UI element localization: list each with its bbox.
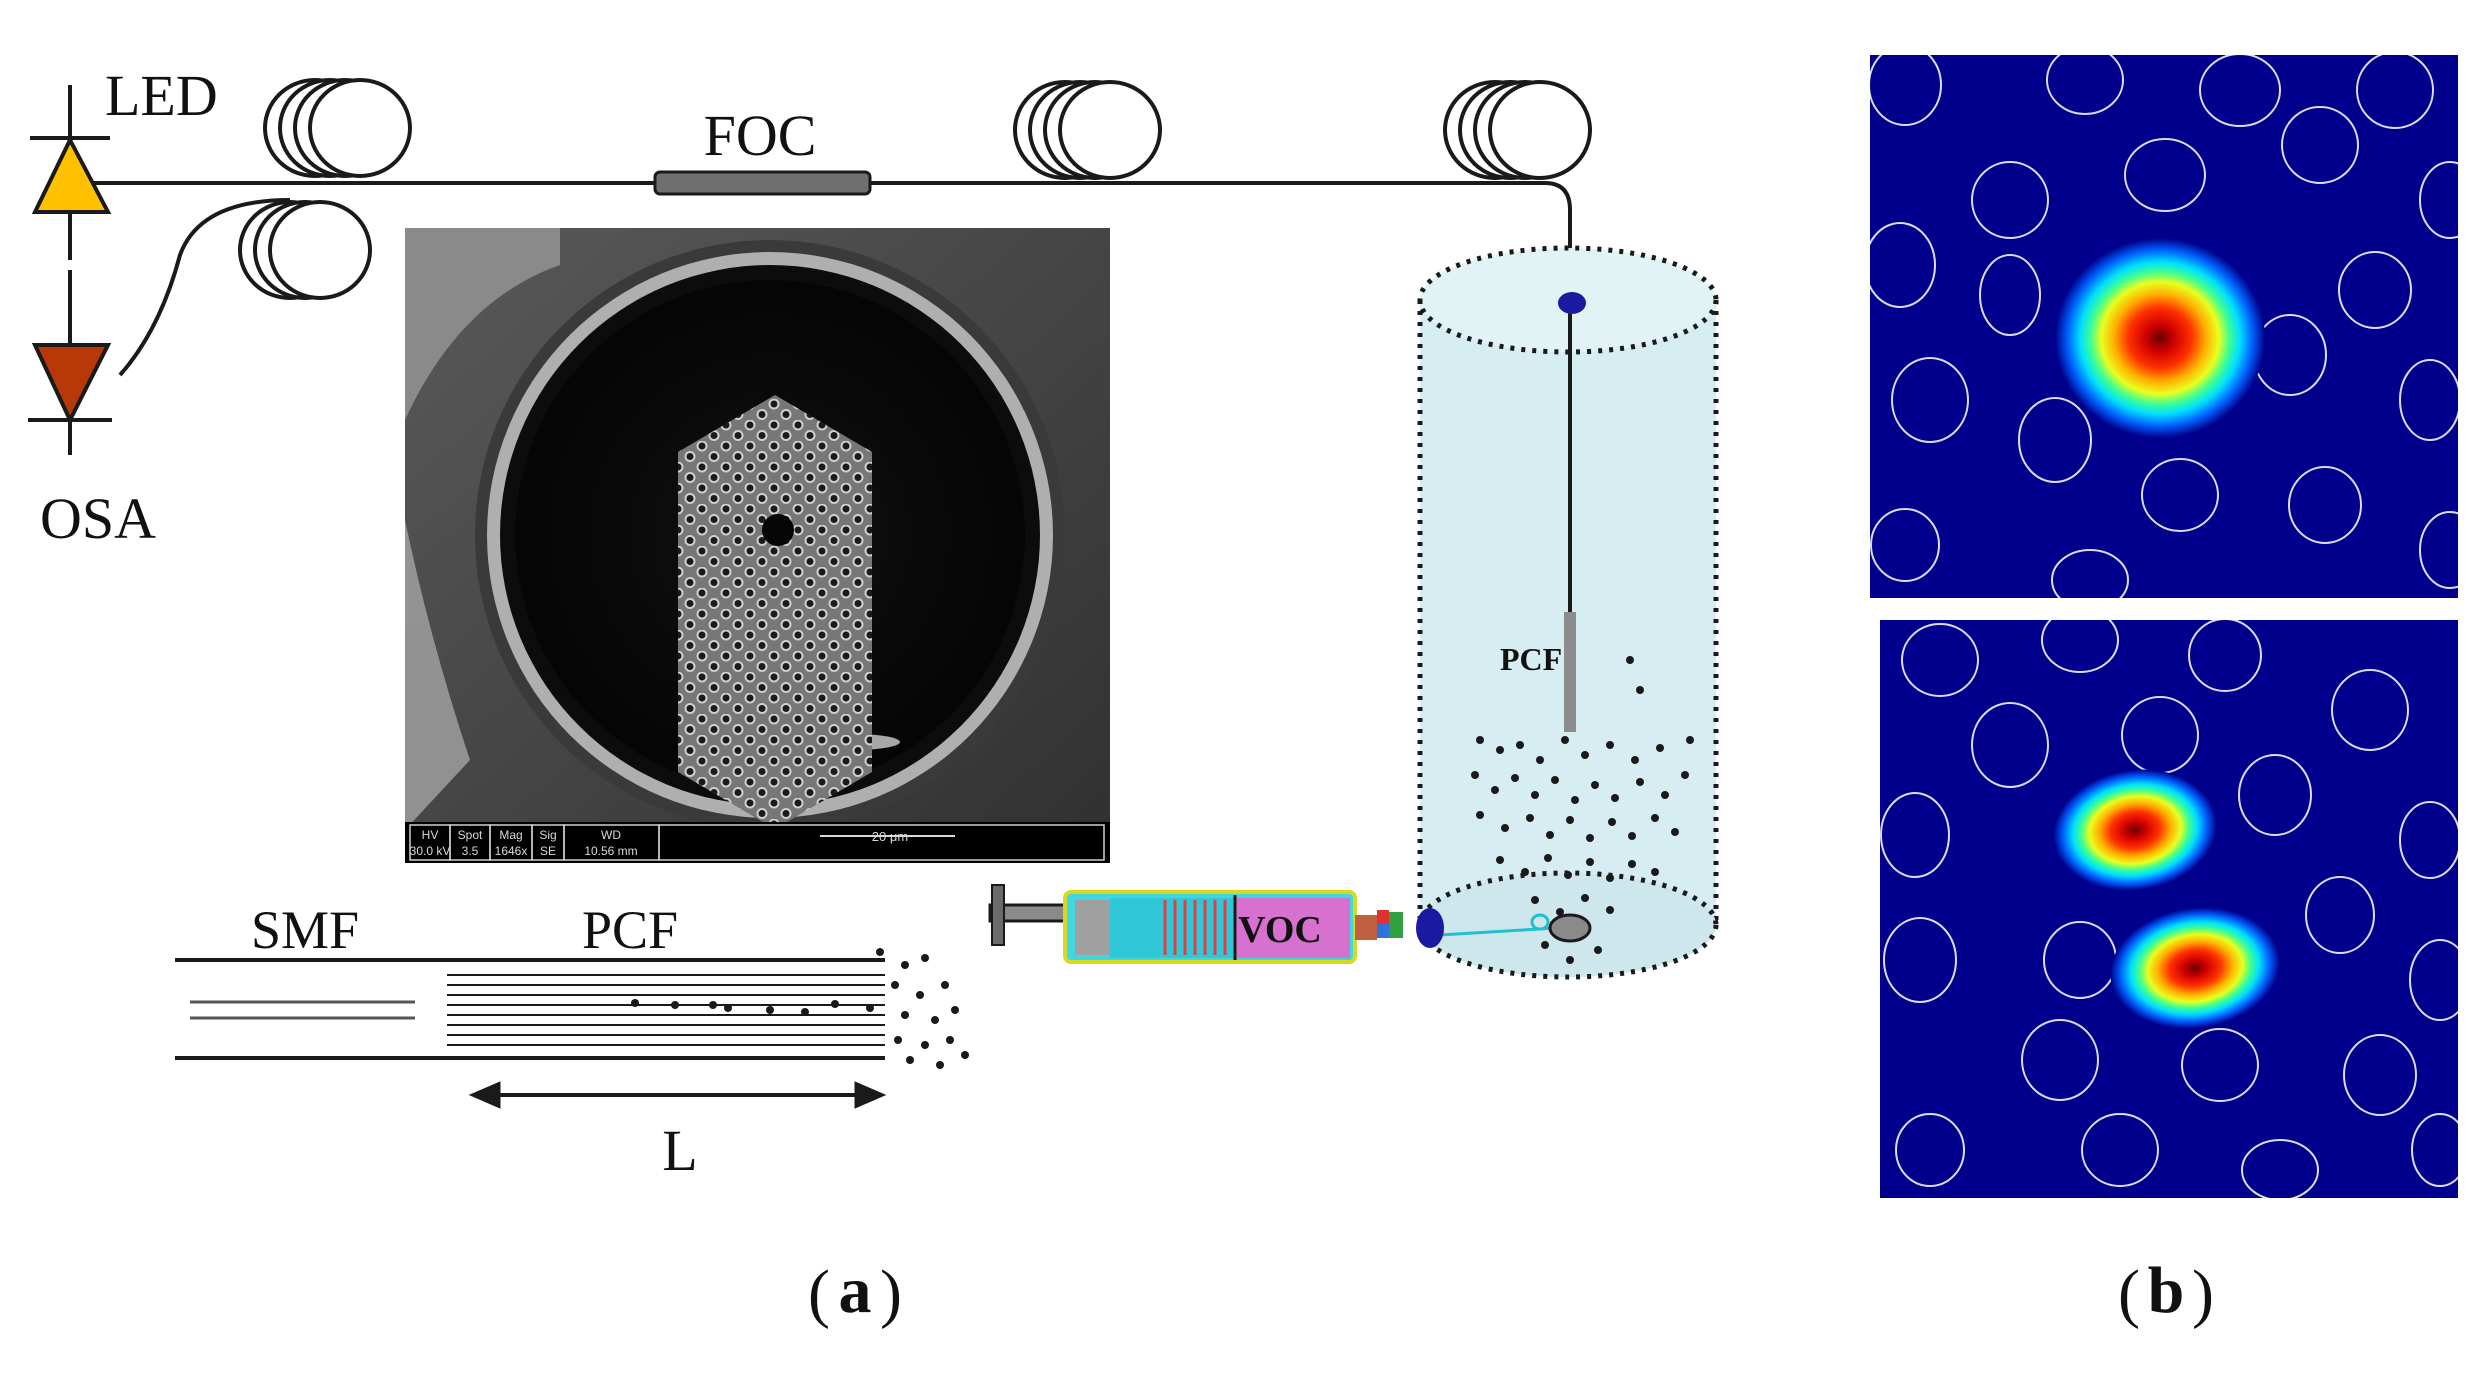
foc-label: FOC [704,103,817,168]
higher-order-mode-panel [1880,620,2458,1198]
fundamental-mode-panel [1870,55,2458,598]
led-diode-icon [30,85,112,260]
sem-mag-header: Mag [499,828,522,842]
sem-sig-header: Sig [539,828,556,842]
sem-sig-value: SE [540,844,556,858]
fiber-coil-icon [263,78,412,178]
fiber-schematic [175,958,885,1060]
fiber-coil-icon [1013,80,1162,180]
sem-wd-value: 10.56 mm [584,844,637,858]
panel-a-caption: ( a ) [808,1254,902,1330]
sem-spot-header: Spot [458,828,483,842]
pcf-label: PCF [582,900,678,960]
panel-a-letter: a [839,1254,872,1327]
nanoparticles-in-pcf [631,948,969,1069]
panel-a-open: ( [808,1257,830,1330]
panel-b-letter: b [2148,1254,2185,1327]
sem-scale-label: 20 μm [872,829,908,844]
inlet-pipe [1439,913,1592,943]
fiber-coil-icon [1443,80,1592,180]
sem-spot-value: 3.5 [462,844,479,858]
panel-b-open: ( [2118,1257,2140,1330]
panel-b-close: ) [2192,1257,2214,1330]
osa-detector-icon [28,270,112,455]
syringe-pump-icon [988,884,1444,964]
fiber-optic-coupler [653,170,872,196]
osa-label: OSA [40,486,156,551]
led-label: LED [105,63,218,128]
pcf-vertical-label: PCF [1500,641,1562,677]
length-label: L [662,1118,697,1183]
panel-b-caption: ( b ) [2118,1254,2214,1330]
sem-wd-header: WD [601,828,621,842]
sem-mag-value: 1646x [495,844,528,858]
length-arrow [468,1081,887,1109]
fiber-coil-icon [238,200,372,300]
sem-hv-value: 30.0 kV [410,844,451,858]
pcf-probe [1558,292,1586,732]
smf-label: SMF [251,900,359,960]
sem-micrograph: HV Spot Mag Sig WD 30.0 kV 3.5 1646x SE … [405,228,1110,863]
voc-label: VOC [1238,909,1322,951]
nanoparticle-cloud [1471,656,1694,964]
sem-hv-header: HV [422,828,439,842]
panel-a-close: ) [880,1257,902,1330]
